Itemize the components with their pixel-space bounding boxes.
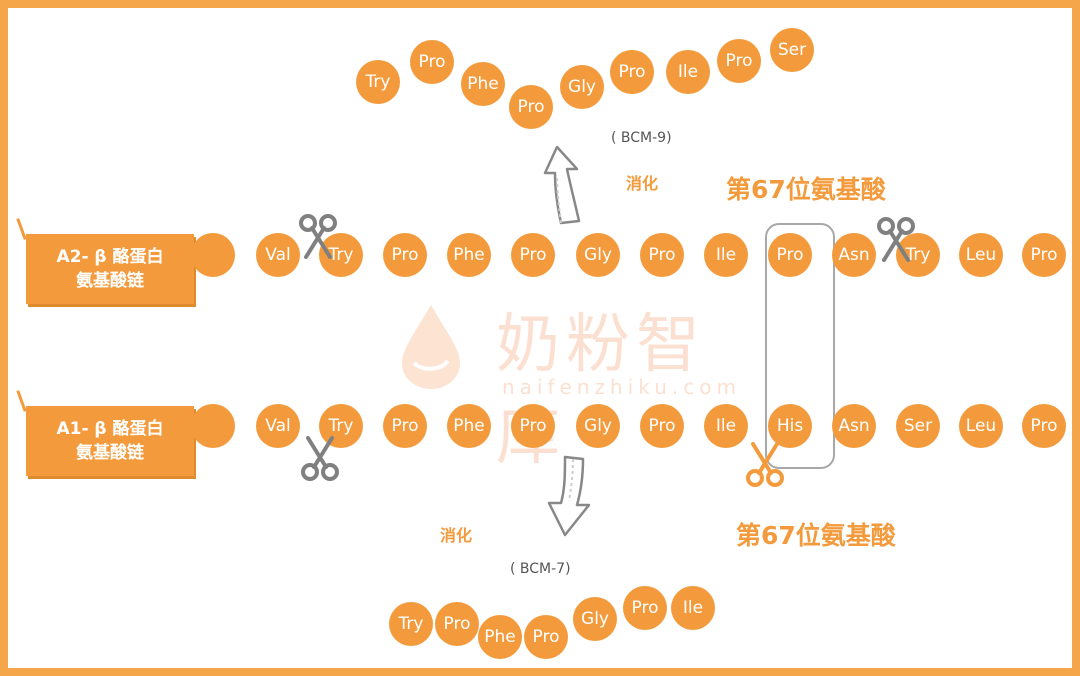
amino-acid-bead: Try — [319, 233, 363, 277]
amino-acid-bead: Pro — [435, 602, 479, 646]
amino-acid-bead: Pro — [511, 404, 555, 448]
amino-acid-bead: Phe — [461, 62, 505, 106]
digest-label-bottom: 消化 — [440, 526, 473, 545]
amino-acid-bead — [191, 404, 235, 448]
scissors-icon — [301, 436, 339, 481]
bcm9-label: ( BCM-9) — [611, 130, 672, 146]
amino-acid-bead — [191, 233, 235, 277]
amino-acid-bead: Try — [356, 60, 400, 104]
amino-acid-bead: Val — [256, 233, 300, 277]
amino-acid-bead: Leu — [959, 404, 1003, 448]
scissors-icon — [746, 442, 784, 487]
curved-arrow-down-icon — [547, 455, 591, 537]
watermark-en: naifenzhiku.com — [502, 375, 741, 399]
digest-label-top: 消化 — [626, 174, 659, 193]
bcm7-label: ( BCM-7) — [510, 561, 571, 577]
a1-chain-label: A1- β 酪蛋白 氨基酸链 — [16, 390, 194, 476]
scissors-icon — [877, 217, 915, 262]
a2-label-line2: 氨基酸链 — [76, 271, 144, 291]
amino-acid-bead: Pro — [1022, 404, 1066, 448]
amino-acid-bead: Ile — [704, 404, 748, 448]
amino-acid-bead: Pro — [717, 39, 761, 83]
amino-acid-bead: Ile — [666, 50, 710, 94]
position-67-label-top: 第67位氨基酸 — [726, 175, 886, 204]
a1-label-line2: 氨基酸链 — [76, 443, 144, 463]
amino-acid-bead: Pro — [610, 50, 654, 94]
amino-acid-bead: Phe — [447, 404, 491, 448]
amino-acid-bead: Pro — [640, 233, 684, 277]
amino-acid-bead: Phe — [478, 615, 522, 659]
watermark: 奶粉智库 naifenzhiku.com — [396, 293, 766, 474]
amino-acid-bead: Pro — [524, 615, 568, 659]
amino-acid-bead: Pro — [410, 40, 454, 84]
amino-acid-bead: Ser — [896, 404, 940, 448]
amino-acid-bead: Ser — [770, 28, 814, 72]
amino-acid-bead: Gly — [560, 65, 604, 109]
position-67-label-bottom: 第67位氨基酸 — [736, 521, 896, 550]
amino-acid-bead: Phe — [447, 233, 491, 277]
curved-arrow-up-icon — [543, 145, 581, 225]
amino-acid-bead: Pro — [511, 233, 555, 277]
amino-acid-bead: Val — [256, 404, 300, 448]
amino-acid-bead: Ile — [704, 233, 748, 277]
position-67-highlight — [765, 223, 835, 469]
amino-acid-bead: Asn — [832, 233, 876, 277]
amino-acid-bead: Gly — [573, 597, 617, 641]
amino-acid-bead: Pro — [1022, 233, 1066, 277]
amino-acid-bead: Pro — [383, 233, 427, 277]
a1-label-line1: A1- β 酪蛋白 — [56, 419, 164, 439]
amino-acid-bead: Gly — [576, 233, 620, 277]
watermark-drop-icon — [402, 305, 460, 389]
amino-acid-bead: Ile — [671, 586, 715, 630]
amino-acid-bead: Pro — [383, 404, 427, 448]
amino-acid-bead: Leu — [959, 233, 1003, 277]
amino-acid-bead: Try — [389, 602, 433, 646]
amino-acid-bead: Asn — [832, 404, 876, 448]
scissors-icon — [299, 214, 337, 259]
a2-label-line1: A2- β 酪蛋白 — [56, 247, 164, 267]
amino-acid-bead: Pro — [768, 233, 812, 277]
amino-acid-bead: His — [768, 404, 812, 448]
amino-acid-bead: Try — [319, 404, 363, 448]
amino-acid-bead: Pro — [509, 85, 553, 129]
amino-acid-bead: Gly — [576, 404, 620, 448]
amino-acid-bead: Pro — [640, 404, 684, 448]
amino-acid-bead: Pro — [623, 586, 667, 630]
a2-chain-label: A2- β 酪蛋白 氨基酸链 — [16, 218, 194, 304]
